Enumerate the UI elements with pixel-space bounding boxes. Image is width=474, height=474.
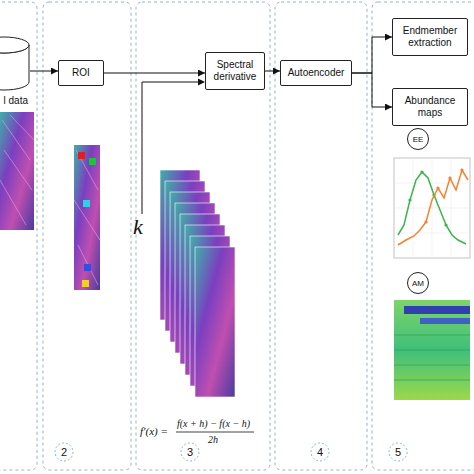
callout-number: 3 (187, 446, 193, 458)
node-label: Autoencoder (288, 67, 345, 79)
formula-text: f′(x) = (140, 425, 168, 437)
number-ring (55, 443, 407, 461)
output-box: Endmember extraction (392, 18, 468, 56)
cylinder-outline (0, 36, 30, 92)
step-tag: EE (413, 135, 424, 144)
parameter-symbol: k (133, 214, 143, 240)
node-label: Spectral derivative (210, 59, 260, 83)
roi-image (74, 145, 100, 290)
derivative-stack (160, 170, 235, 397)
flow-arrow (352, 73, 392, 107)
flow-arrow (352, 37, 392, 73)
data-cylinder: l data (0, 36, 30, 106)
flow-arrow (265, 71, 280, 72)
node-label: Endmember extraction (397, 25, 463, 49)
node-label: l data (4, 95, 28, 106)
abundance-map (394, 300, 470, 400)
hyperspectral-image (0, 112, 34, 230)
callout-number: 2 (61, 446, 67, 458)
node-label: Abundance maps (397, 95, 463, 119)
output-box: Abundance maps (392, 88, 468, 126)
process-box: Autoencoder (280, 60, 352, 86)
callout-number: 4 (317, 446, 323, 458)
callout-number: 5 (395, 446, 401, 458)
node-label: ROI (72, 67, 90, 79)
endmember-plot (394, 158, 470, 258)
flow-arrow (104, 73, 205, 74)
step-tag: AM (412, 279, 424, 288)
process-box: Spectral derivative (205, 52, 265, 90)
step-circle: AM (407, 272, 429, 294)
process-box: ROI (58, 60, 104, 86)
k-input-line (142, 82, 199, 214)
fraction-bar (176, 432, 254, 433)
step-circle: EE (407, 128, 429, 150)
formula-denominator: 2h (208, 434, 218, 445)
k-input-head (198, 79, 205, 86)
flow-arrow (30, 71, 58, 72)
formula-numerator: f(x + h) − f(x − h) (177, 418, 250, 429)
